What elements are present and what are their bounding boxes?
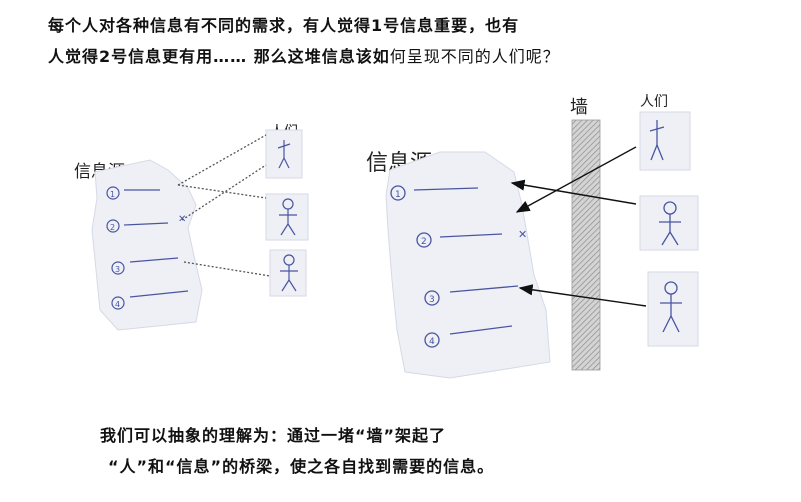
right-sketch: 信息源 1 2 3 4 ✕ 墙 人们 [366,94,699,379]
right-person-card-3 [647,271,699,347]
right-person-card-3-paper [647,271,699,347]
connector-1-to-person-1 [177,134,267,186]
arrow-person-2-to-info-1 [510,179,637,205]
left-dotted-connectors [177,134,271,277]
left-line-3 [129,257,179,263]
right-line-2 [439,233,503,238]
arrow-person-3-to-info-3 [518,284,647,307]
left-line-2 [123,222,169,226]
conclusion-line-1: 我们可以抽象的理解为：通过一堵“墙”架起了 [100,426,447,445]
right-circle-label-1: 1 [395,190,401,200]
right-circle-label-4: 4 [429,337,435,347]
right-arrows [510,146,647,307]
left-person-card-3 [269,249,307,297]
conclusion-text: 我们可以抽象的理解为：通过一堵“墙”架起了 “人”和“信息”的桥梁，使之各自找到… [100,420,780,482]
connector-2-to-person-1 [181,164,267,221]
right-stick-figure-1 [649,120,665,161]
connector-1-to-person-2 [177,184,267,199]
right-circle-label-2: 2 [421,237,427,247]
intro-line-1: 每个人对各种信息有不同的需求，有人觉得1号信息重要，也有 [48,16,520,35]
connector-3-to-person-3 [183,261,271,277]
right-people-label: 人们 [640,94,668,110]
intro-line-2: 人觉得2号信息更有用…… 那么这堆信息该如何呈现不同的人们呢？ [48,41,788,72]
left-circle-label-2: 2 [110,223,115,232]
right-circle-4 [424,332,440,348]
left-person-card-2 [265,193,309,241]
left-circle-label-3: 3 [115,265,120,274]
left-circle-3 [111,261,125,275]
wall-label: 墙 [570,97,588,118]
left-source-paper [91,159,203,331]
left-circle-4 [111,296,125,310]
right-circle-label-3: 3 [429,295,435,305]
conclusion-line-2: “人”和“信息”的桥梁，使之各自找到需要的信息。 [108,457,495,476]
right-line-3 [449,285,519,293]
left-info-item-3: 3 [111,257,179,275]
arrow-person-1-to-info-2 [515,146,637,213]
right-person-card-2 [639,195,699,251]
left-line-4 [129,290,189,298]
left-person-card-1 [265,129,303,179]
right-circle-3 [424,290,440,306]
right-info-item-3: 3 [424,285,519,306]
right-stick-figure-3 [660,281,682,333]
intro-line-2-bold: 人觉得2号信息更有用…… 那么这堆信息该如 [48,47,390,66]
left-person-card-2-paper [265,193,309,241]
left-person-card-3-paper [269,249,307,297]
right-info-item-2: 2 [416,232,503,248]
right-stick-figure-2 [659,201,681,246]
right-source-paper [385,151,551,379]
right-info-item-1: 1 [390,185,479,201]
left-circle-label-4: 4 [115,300,120,309]
right-person-card-1-paper [639,111,691,171]
left-circle-label-1: 1 [110,190,115,199]
left-circle-2 [106,219,120,233]
right-ink-mark: ✕ [518,228,527,241]
intro-line-2-tail: 何呈现不同的人们呢？ [389,47,560,66]
left-sketch: 信息源 1 2 3 4 ✕ 人们 [74,124,309,331]
right-info-item-4: 4 [424,325,513,348]
right-person-card-1 [639,111,691,171]
left-info-item-2: 2 [106,219,169,233]
left-stick-figure-3 [280,254,298,292]
left-info-item-4: 4 [111,290,189,310]
left-info-item-1: 1 [106,186,160,200]
right-circle-2 [416,232,432,248]
left-circle-1 [106,186,120,200]
right-circle-1 [390,185,406,201]
left-stick-figure-1 [277,140,291,169]
left-stick-figure-2 [279,198,297,236]
wall [571,119,601,371]
intro-text: 每个人对各种信息有不同的需求，有人觉得1号信息重要，也有 人觉得2号信息更有用…… [48,10,788,72]
right-person-card-2-paper [639,195,699,251]
right-line-4 [449,325,513,335]
right-line-1 [413,187,479,191]
